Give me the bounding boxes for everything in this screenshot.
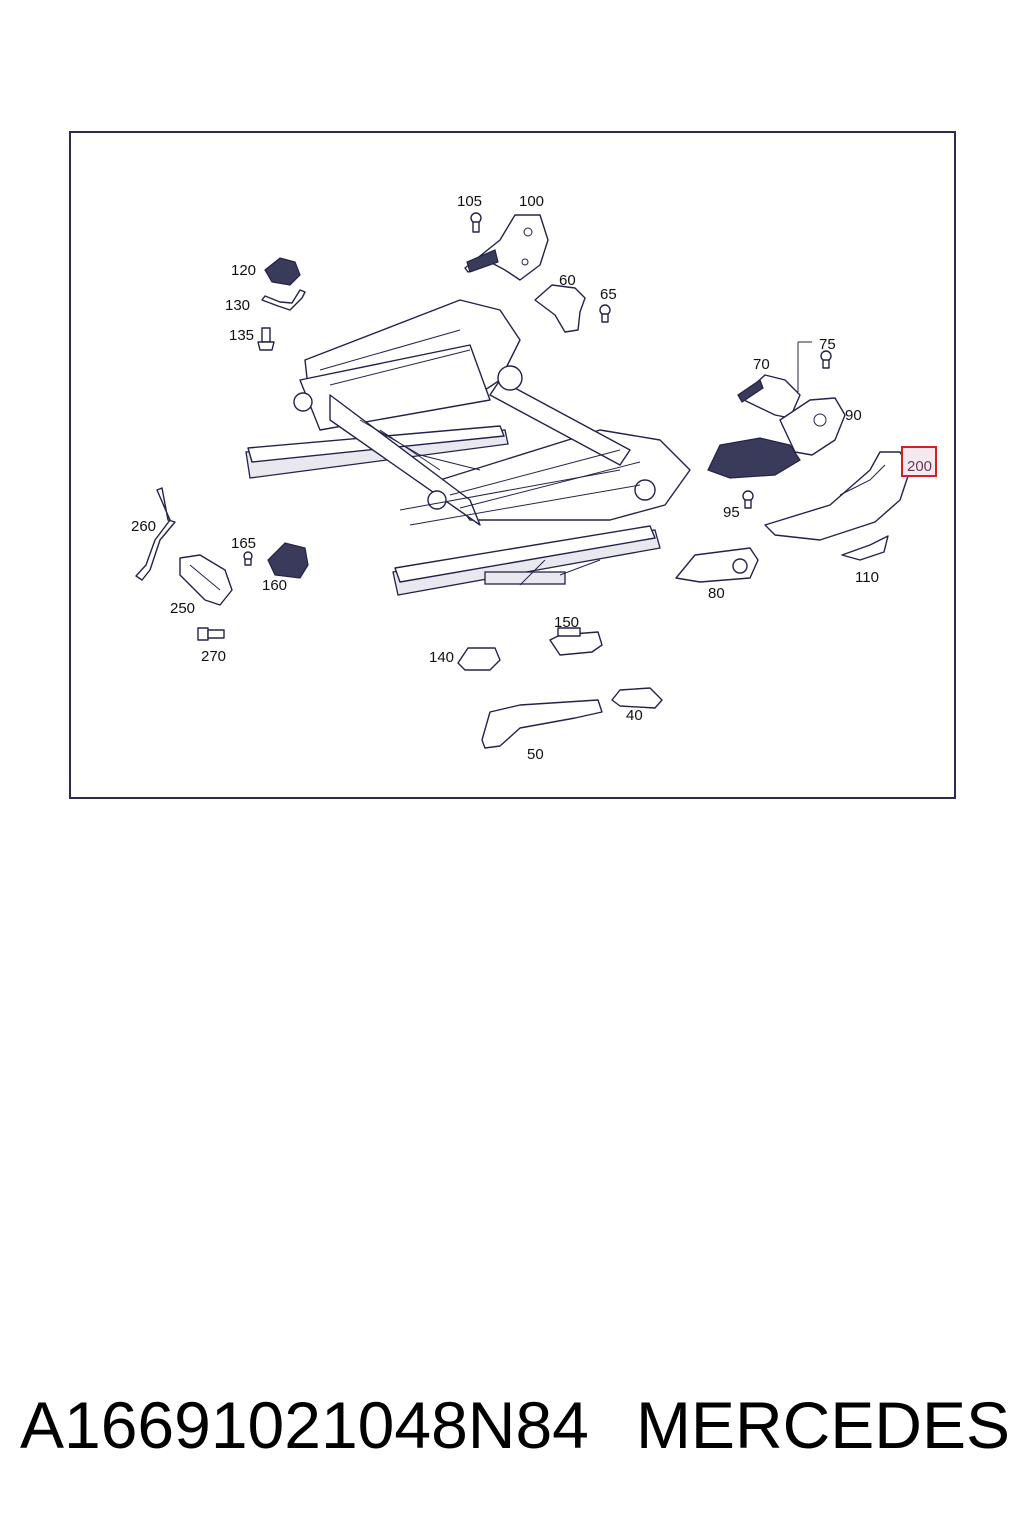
part-70-bracket — [737, 374, 801, 419]
part-120-clip — [264, 257, 301, 286]
callout-50: 50 — [527, 746, 544, 763]
highlight-box-200[interactable] — [901, 446, 937, 477]
seat-frame — [245, 299, 691, 596]
callout-40: 40 — [626, 707, 643, 724]
footer-caption: A16691021048N84 MERCEDES — [20, 1380, 1010, 1470]
part-130-clamp — [261, 289, 306, 311]
callout-60: 60 — [559, 272, 576, 289]
part-65-screw — [599, 304, 611, 323]
callout-200[interactable]: 200 — [907, 458, 932, 475]
callout-75: 75 — [819, 336, 836, 353]
part-250-cover — [179, 554, 233, 606]
part-75-screw — [797, 341, 832, 392]
callout-140: 140 — [429, 649, 454, 666]
callout-130: 130 — [225, 297, 250, 314]
part-number: A16691021048N84 — [20, 1388, 589, 1462]
part-80-cover — [675, 547, 759, 583]
part-260-lever — [135, 487, 176, 581]
callout-110: 110 — [855, 569, 879, 586]
part-95-screw — [742, 490, 754, 509]
callout-105: 105 — [457, 193, 482, 210]
diagram-frame — [69, 131, 956, 799]
callout-120: 120 — [231, 262, 256, 279]
callout-250: 250 — [170, 600, 195, 617]
part-270-bolt — [197, 627, 225, 641]
callout-95: 95 — [723, 504, 740, 521]
callout-100: 100 — [519, 193, 544, 210]
callout-90: 90 — [845, 407, 862, 424]
callout-65: 65 — [600, 286, 617, 303]
part-135-bolt — [257, 327, 275, 351]
callout-150: 150 — [554, 614, 579, 631]
part-40-trim — [611, 687, 663, 709]
callout-135: 135 — [229, 327, 254, 344]
callout-160: 160 — [262, 577, 287, 594]
part-110-trim — [841, 535, 889, 561]
part-165-screw — [243, 551, 253, 566]
callout-80: 80 — [708, 585, 725, 602]
part-140-cover — [457, 647, 501, 671]
part-160-module — [267, 542, 309, 579]
part-50-trim — [481, 699, 603, 749]
callout-165: 165 — [231, 535, 256, 552]
callout-260: 260 — [131, 518, 156, 535]
brand-name: MERCEDES — [635, 1388, 1010, 1462]
part-100-bracket — [464, 214, 549, 281]
part-150-cover — [549, 627, 603, 656]
part-90-recliner-assembly — [707, 397, 846, 479]
part-60-cover — [534, 284, 586, 333]
callout-270: 270 — [201, 648, 226, 665]
callout-70: 70 — [753, 356, 770, 373]
part-105-screw — [470, 212, 482, 233]
